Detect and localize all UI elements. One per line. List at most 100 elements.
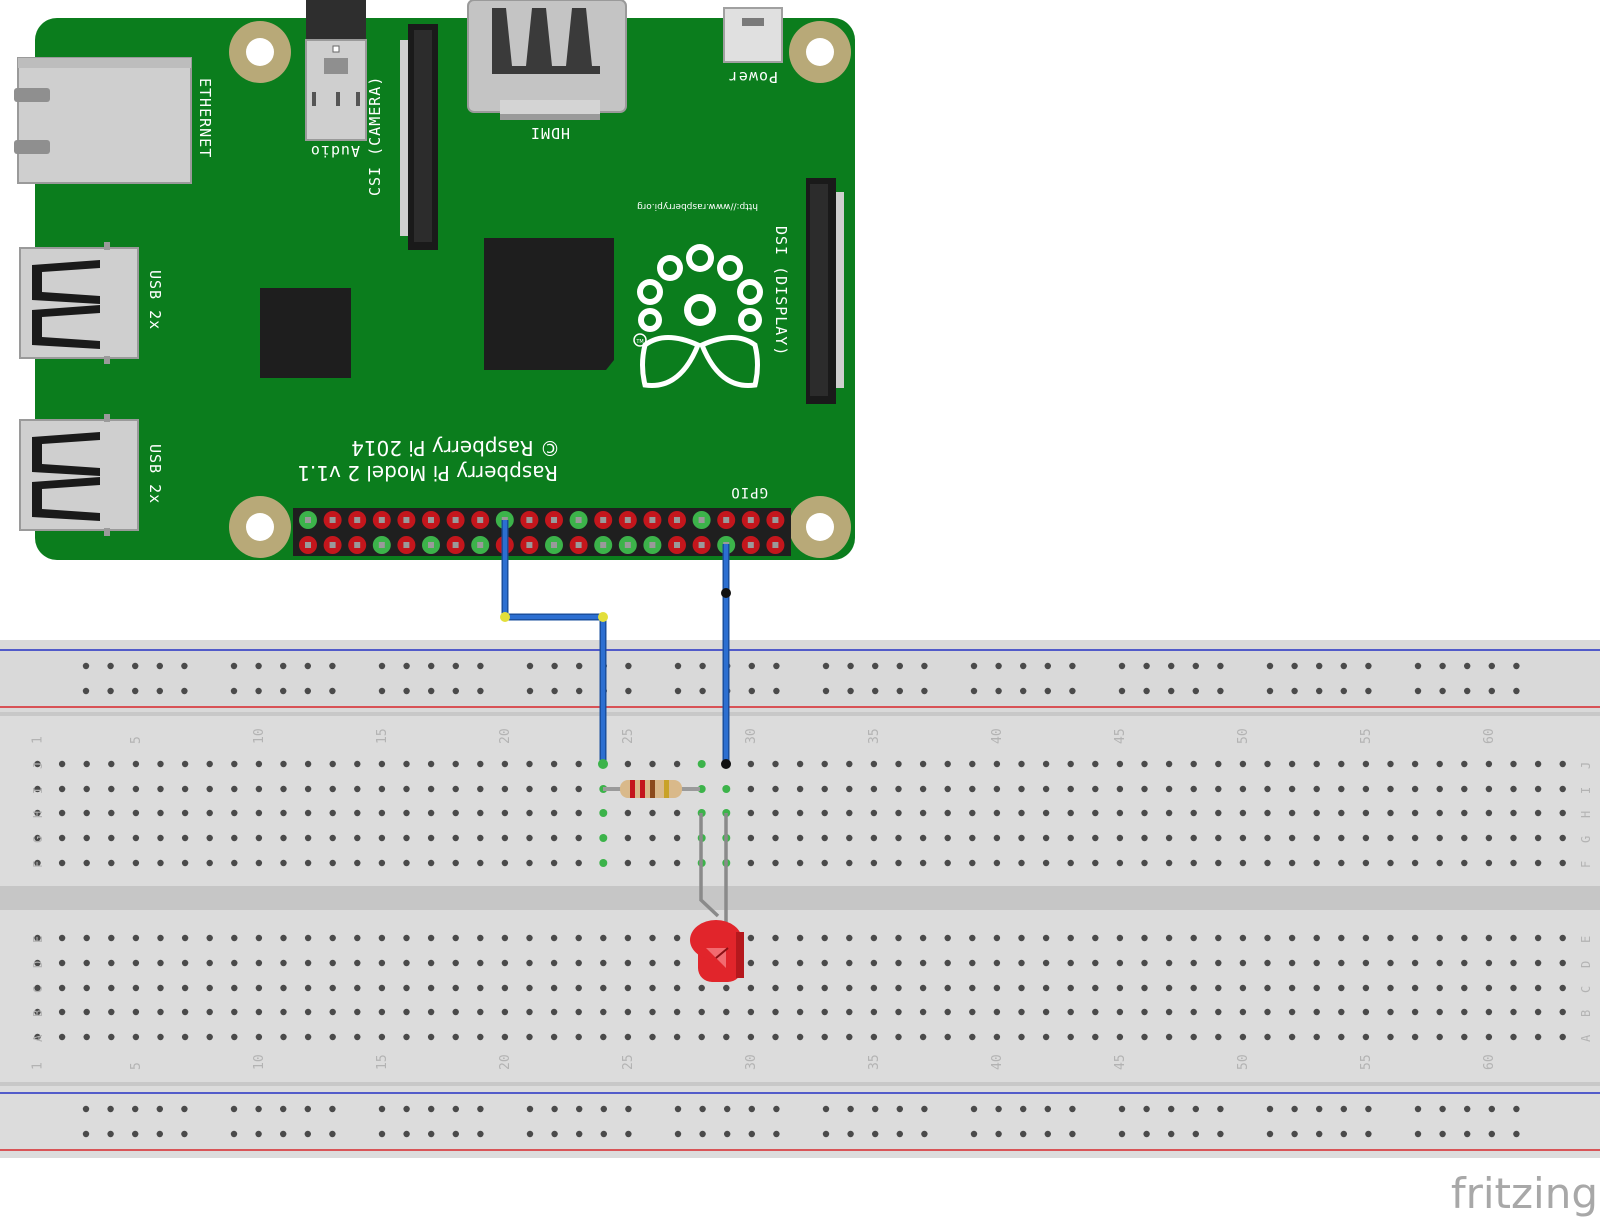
- breadboard-hole[interactable]: [1387, 859, 1394, 867]
- breadboard-hole[interactable]: [354, 859, 361, 867]
- breadboard-hole[interactable]: [526, 785, 533, 793]
- power-rail-hole[interactable]: [1118, 662, 1126, 670]
- breadboard-hole[interactable]: [944, 785, 951, 793]
- power-rail-hole[interactable]: [1044, 1130, 1052, 1138]
- breadboard-hole[interactable]: [993, 934, 1001, 942]
- breadboard-hole[interactable]: [1313, 934, 1320, 942]
- breadboard-hole[interactable]: [1313, 1033, 1320, 1041]
- breadboard-hole[interactable]: [1067, 834, 1074, 842]
- power-rail-hole[interactable]: [107, 662, 114, 670]
- breadboard-hole[interactable]: [993, 834, 1001, 842]
- breadboard-hole[interactable]: [477, 934, 484, 942]
- breadboard-hole[interactable]: [969, 859, 976, 867]
- breadboard-hole[interactable]: [993, 984, 1001, 992]
- breadboard-hole[interactable]: [403, 934, 410, 942]
- breadboard-hole[interactable]: [747, 834, 755, 842]
- breadboard-hole[interactable]: [108, 984, 115, 992]
- power-rail-hole[interactable]: [872, 662, 879, 670]
- breadboard-hole[interactable]: [919, 984, 927, 992]
- power-rail-hole[interactable]: [551, 662, 558, 670]
- breadboard-hole[interactable]: [993, 1008, 1001, 1016]
- breadboard-hole[interactable]: [83, 984, 90, 992]
- power-rail-hole[interactable]: [674, 662, 682, 670]
- breadboard-hole[interactable]: [1092, 785, 1099, 793]
- breadboard-hole[interactable]: [108, 959, 115, 967]
- power-rail-hole[interactable]: [1069, 1105, 1076, 1113]
- breadboard-hole[interactable]: [231, 760, 238, 768]
- breadboard-hole[interactable]: [624, 859, 632, 867]
- power-rail-hole[interactable]: [156, 687, 163, 695]
- power-rail-hole[interactable]: [304, 1105, 311, 1113]
- breadboard-hole[interactable]: [1215, 1008, 1222, 1016]
- power-rail-hole[interactable]: [674, 1130, 682, 1138]
- breadboard-hole[interactable]: [255, 934, 263, 942]
- breadboard-hole[interactable]: [1510, 834, 1517, 842]
- breadboard-hole[interactable]: [1461, 834, 1468, 842]
- breadboard-hole[interactable]: [157, 785, 164, 793]
- breadboard-hole[interactable]: [944, 809, 951, 817]
- power-rail-hole[interactable]: [181, 1105, 188, 1113]
- power-rail-hole[interactable]: [230, 662, 238, 670]
- breadboard-hole[interactable]: [772, 760, 779, 768]
- breadboard-hole[interactable]: [1387, 984, 1394, 992]
- breadboard-hole[interactable]: [157, 834, 164, 842]
- power-rail-hole[interactable]: [1168, 1105, 1175, 1113]
- breadboard-hole[interactable]: [108, 834, 115, 842]
- breadboard-hole[interactable]: [1559, 1008, 1566, 1016]
- breadboard-hole[interactable]: [83, 785, 90, 793]
- breadboard-hole[interactable]: [575, 1033, 582, 1041]
- breadboard-hole[interactable]: [1461, 984, 1468, 992]
- power-rail-hole[interactable]: [822, 687, 830, 695]
- breadboard-hole[interactable]: [1510, 1033, 1517, 1041]
- breadboard-hole[interactable]: [108, 1008, 115, 1016]
- breadboard-hole[interactable]: [378, 859, 386, 867]
- breadboard-hole[interactable]: [181, 834, 189, 842]
- power-rail-hole[interactable]: [132, 1105, 139, 1113]
- breadboard-hole[interactable]: [1092, 959, 1099, 967]
- breadboard-hole[interactable]: [58, 809, 66, 817]
- breadboard-hole[interactable]: [526, 809, 533, 817]
- breadboard-hole[interactable]: [624, 809, 632, 817]
- breadboard-hole[interactable]: [1288, 859, 1296, 867]
- breadboard-hole[interactable]: [1264, 809, 1271, 817]
- breadboard-hole[interactable]: [796, 859, 804, 867]
- breadboard-hole[interactable]: [231, 809, 238, 817]
- breadboard-hole[interactable]: [477, 1033, 484, 1041]
- breadboard-hole[interactable]: [1042, 984, 1050, 992]
- power-rail-hole[interactable]: [551, 1130, 558, 1138]
- power-rail-hole[interactable]: [1488, 1105, 1496, 1113]
- breadboard-hole[interactable]: [1239, 859, 1247, 867]
- breadboard-hole[interactable]: [1067, 1033, 1074, 1041]
- breadboard-hole[interactable]: [526, 760, 533, 768]
- breadboard-hole[interactable]: [1338, 1008, 1345, 1016]
- breadboard-hole[interactable]: [1534, 760, 1542, 768]
- breadboard-hole[interactable]: [58, 984, 66, 992]
- breadboard-hole[interactable]: [354, 959, 361, 967]
- power-rail-hole[interactable]: [255, 1130, 262, 1138]
- breadboard-hole[interactable]: [1436, 1033, 1443, 1041]
- breadboard-hole[interactable]: [919, 834, 927, 842]
- breadboard-hole[interactable]: [181, 859, 189, 867]
- power-rail-hole[interactable]: [1439, 1105, 1446, 1113]
- power-rail-hole[interactable]: [1291, 687, 1298, 695]
- power-rail-hole[interactable]: [847, 1105, 854, 1113]
- breadboard-hole[interactable]: [624, 1033, 632, 1041]
- power-rail-hole[interactable]: [156, 662, 163, 670]
- breadboard-hole[interactable]: [1116, 834, 1124, 842]
- breadboard-hole[interactable]: [206, 760, 213, 768]
- breadboard-hole[interactable]: [304, 859, 312, 867]
- breadboard-hole[interactable]: [575, 834, 582, 842]
- breadboard-hole[interactable]: [747, 1008, 755, 1016]
- breadboard-hole[interactable]: [1362, 959, 1370, 967]
- breadboard-hole[interactable]: [403, 834, 410, 842]
- breadboard-hole[interactable]: [821, 959, 828, 967]
- power-rail-hole[interactable]: [107, 1105, 114, 1113]
- breadboard-hole[interactable]: [919, 1033, 927, 1041]
- power-rail-hole[interactable]: [625, 1130, 632, 1138]
- breadboard-hole[interactable]: [1387, 1033, 1394, 1041]
- resistor[interactable]: [603, 780, 700, 798]
- breadboard-hole[interactable]: [1461, 959, 1468, 967]
- power-rail-hole[interactable]: [230, 1130, 238, 1138]
- breadboard-hole[interactable]: [329, 809, 336, 817]
- breadboard-hole[interactable]: [1092, 1008, 1099, 1016]
